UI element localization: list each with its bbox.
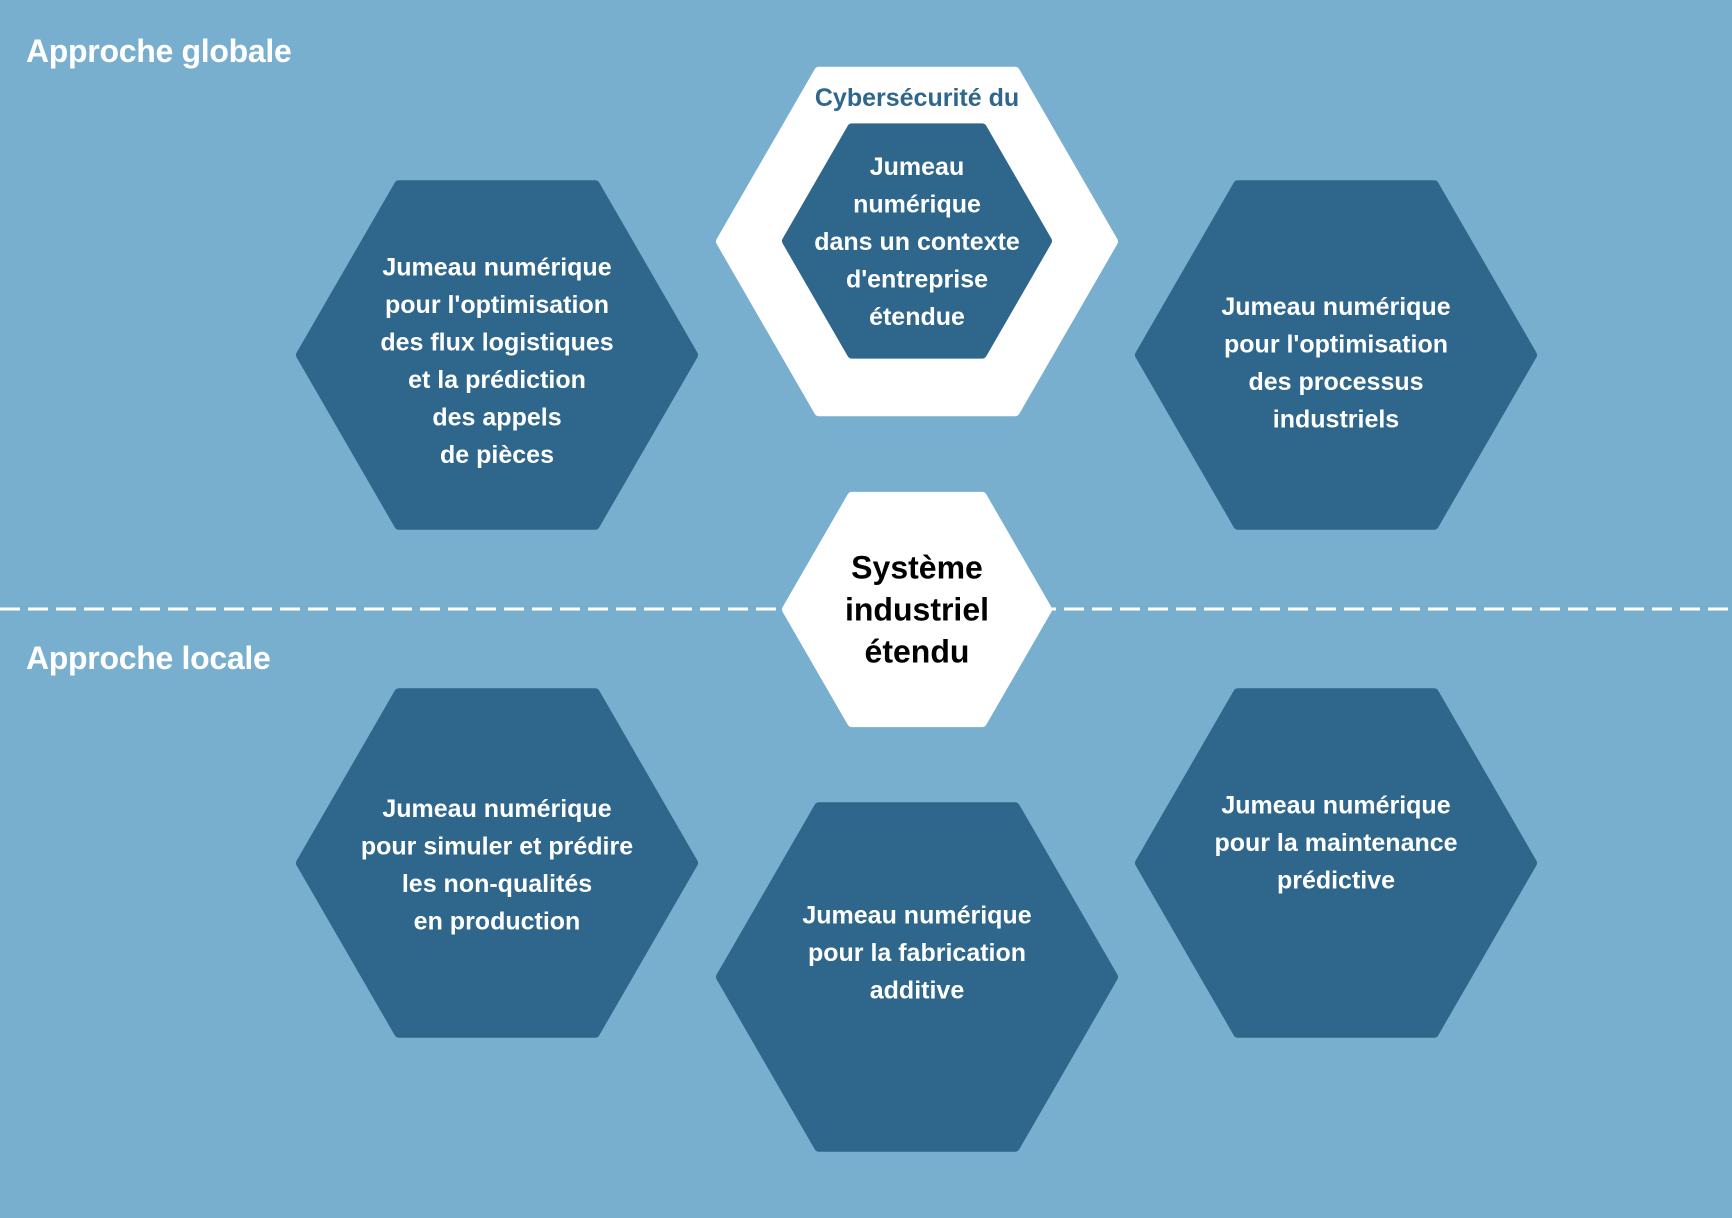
section-label-global: Approche globale [26,33,292,69]
hexagon-fabrication-additive-label-line: Jumeau numérique [802,902,1031,930]
hexagon-fabrication-additive-label-line: pour la fabrication [808,939,1026,967]
central-system-label: Système industriel étendu [845,550,989,670]
hexagon-central-system [782,491,1052,728]
cybersecurity-inner-label-line: numérique [853,191,981,219]
hexagon-layer: Jumeau numérique pour l'optimisation des f… [296,66,1537,1152]
cybersecurity-title: Cybersécurité du [815,84,1019,112]
section-label-local: Approche locale [26,640,271,676]
hexagon-logistique-label-line: de pièces [440,441,554,469]
hexagon-logistique-label: Jumeau numérique pour l'optimisation des f… [380,253,613,469]
hexagon-non-qualites-label-line: les non-qualités [402,870,592,898]
hexagon-processus-label-line: Jumeau numérique [1221,293,1450,321]
hexagon-processus [1135,180,1537,530]
central-system-label-line: industriel [845,592,989,628]
hexagon-non-qualites-label-line: Jumeau numérique [382,795,611,823]
hexagon-maintenance-label-line: prédictive [1277,867,1395,895]
hexagon-logistique [296,180,698,530]
hexagon-logistique-label-line: des appels [432,403,561,431]
cybersecurity-inner-label-line: d'entreprise [846,266,988,294]
hexagon-maintenance-label: Jumeau numérique pour la maintenance prédi… [1214,792,1457,895]
hexagon-fabrication-additive-label: Jumeau numérique pour la fabrication addit… [802,902,1031,1005]
hexagon-processus-label-line: pour l'optimisation [1224,330,1448,358]
central-system-label-line: Système [851,550,983,586]
hexagon-non-qualites-label-line: pour simuler et prédire [361,832,633,860]
hexagon-non-qualites-label: Jumeau numérique pour simuler et prédire l… [361,795,633,936]
hexagon-maintenance [1135,688,1537,1038]
cybersecurity-inner-label-line: dans un contexte [814,228,1020,256]
hexagon-maintenance-label-line: Jumeau numérique [1221,792,1450,820]
cybersecurity-title-line: Cybersécurité du [815,84,1019,112]
hexagon-processus-label: Jumeau numérique pour l'optimisation des p… [1221,293,1450,434]
hexagon-logistique-label-line: des flux logistiques [380,328,613,356]
hexagon-non-qualites-label-line: en production [414,907,581,935]
cybersecurity-inner-label-line: étendue [869,303,965,331]
hexagon-logistique-label-line: Jumeau numérique [382,253,611,281]
hexagon-fabrication-additive [716,802,1118,1152]
hexagon-logistique-label-line: et la prédiction [408,366,586,394]
hexagon-cybersecurity-inner [782,123,1052,359]
cybersecurity-inner-label: Jumeau numérique dans un contexte d'entrepr… [814,153,1020,331]
central-system-label-line: étendu [865,634,970,670]
hexagon-processus-label-line: des processus [1248,368,1423,396]
hexagon-fabrication-additive-label-line: additive [870,977,965,1005]
hexagon-non-qualites [296,688,698,1038]
hexagon-logistique-label-line: pour l'optimisation [385,291,609,319]
hexagon-processus-label-line: industriels [1273,405,1399,433]
hexagon-maintenance-label-line: pour la maintenance [1214,829,1457,857]
cybersecurity-inner-label-line: Jumeau [870,153,964,181]
